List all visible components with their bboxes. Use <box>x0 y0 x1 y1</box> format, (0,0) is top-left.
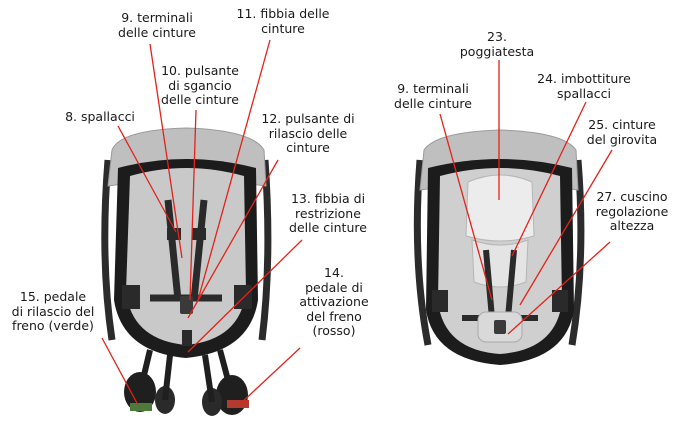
label-restriction-buckle: 13. fibbia di restrizione delle cinture <box>278 192 378 236</box>
crotch-strap <box>182 330 192 346</box>
brake-activation-pedal <box>227 400 249 408</box>
label-brake-release-pedal: 15. pedale di rilascio del freno (verde) <box>0 290 106 334</box>
stroller-seat-illustration <box>105 128 268 416</box>
buckle <box>180 296 193 314</box>
shoulder-pad-right <box>192 228 206 240</box>
label-brake-activation-pedal: 14. pedale di attivazione del freno (ros… <box>288 266 380 339</box>
label-waist-belts: 25. cinture del girovita <box>570 118 674 147</box>
label-headrest: 23. poggiatesta <box>442 30 552 59</box>
label-belt-terminals-right: 9. terminali delle cinture <box>383 82 483 111</box>
side-pad-left <box>122 285 140 309</box>
right-side-pad-left <box>432 290 448 312</box>
right-buckle <box>494 320 506 334</box>
label-belt-release-button: 10. pulsante di sgancio delle cinture <box>155 64 245 108</box>
label-shoulder-pad-cushions: 24. imbottiture spallacci <box>526 72 642 101</box>
leader-brake-activation-pedal <box>240 348 300 404</box>
label-shoulder-straps: 8. spallacci <box>60 110 140 125</box>
side-pad-right <box>234 285 252 309</box>
label-belt-terminals: 9. terminali delle cinture <box>112 11 202 40</box>
brake-release-pedal <box>130 403 152 411</box>
label-belt-release-button-2: 12. pulsante di rilascio delle cinture <box>252 112 364 156</box>
seat-fabric <box>126 168 246 345</box>
leader-brake-release-pedal <box>102 338 138 405</box>
label-height-cushion: 27. cuscino regolazione altezza <box>580 190 684 234</box>
label-belt-buckle: 11. fibbia delle cinture <box>233 7 333 36</box>
right-side-pad-right <box>552 290 568 312</box>
shoulder-pad-cushions <box>472 240 528 287</box>
